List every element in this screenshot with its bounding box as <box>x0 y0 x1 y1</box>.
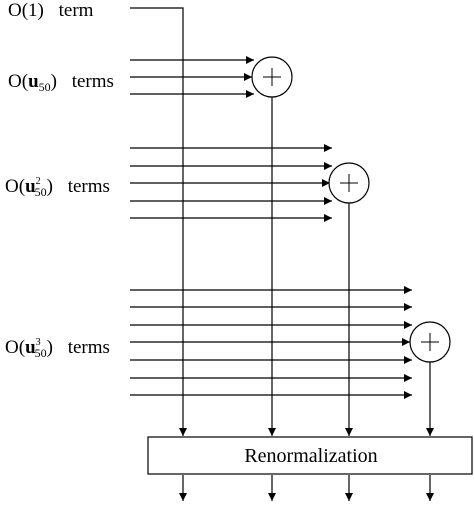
label-u50-terms: O(u50) terms <box>8 71 114 94</box>
label-u50-u: u <box>28 71 39 92</box>
label-u50-prefix: O( <box>8 71 28 92</box>
u50sq-adder-plus-icon <box>340 174 358 192</box>
label-u50cu-sup: 3 <box>36 337 41 348</box>
label-o1-terms: O(1) term <box>8 0 94 21</box>
label-o1-word: term <box>59 0 94 21</box>
label-u50sq-prefix: O( <box>5 176 25 197</box>
u50-input-group <box>130 56 254 98</box>
u50cu-adder-plus-icon <box>421 333 439 351</box>
u50cu-input-group <box>130 286 412 399</box>
label-u50cu-sub: 50 <box>35 346 47 360</box>
label-u50sq-sup: 2 <box>36 176 41 187</box>
label-u50-suffix: ) <box>51 71 57 92</box>
label-u50sq-sub: 50 <box>35 185 47 199</box>
label-u50sq-suffix: ) <box>47 176 53 197</box>
label-u50-sub: 50 <box>39 80 51 94</box>
label-u50sq-word: terms <box>68 176 110 197</box>
output-arrows <box>179 475 434 501</box>
label-u50cu-u: u <box>25 337 36 358</box>
o1-term-path <box>130 7 187 436</box>
label-u50-word: terms <box>72 71 114 92</box>
label-u50cu-suffix: ) <box>47 337 53 358</box>
renormalization-label: Renormalization <box>244 445 377 467</box>
label-u50cu-word: terms <box>68 337 110 358</box>
u50sq-input-group <box>130 144 332 222</box>
label-u50cu-prefix: O( <box>5 337 25 358</box>
renormalization-box <box>147 436 473 475</box>
label-u50sq-u: u <box>25 176 36 197</box>
u50-adder-plus-icon <box>263 68 281 86</box>
label-o1-prefix: O(1) <box>8 0 44 21</box>
